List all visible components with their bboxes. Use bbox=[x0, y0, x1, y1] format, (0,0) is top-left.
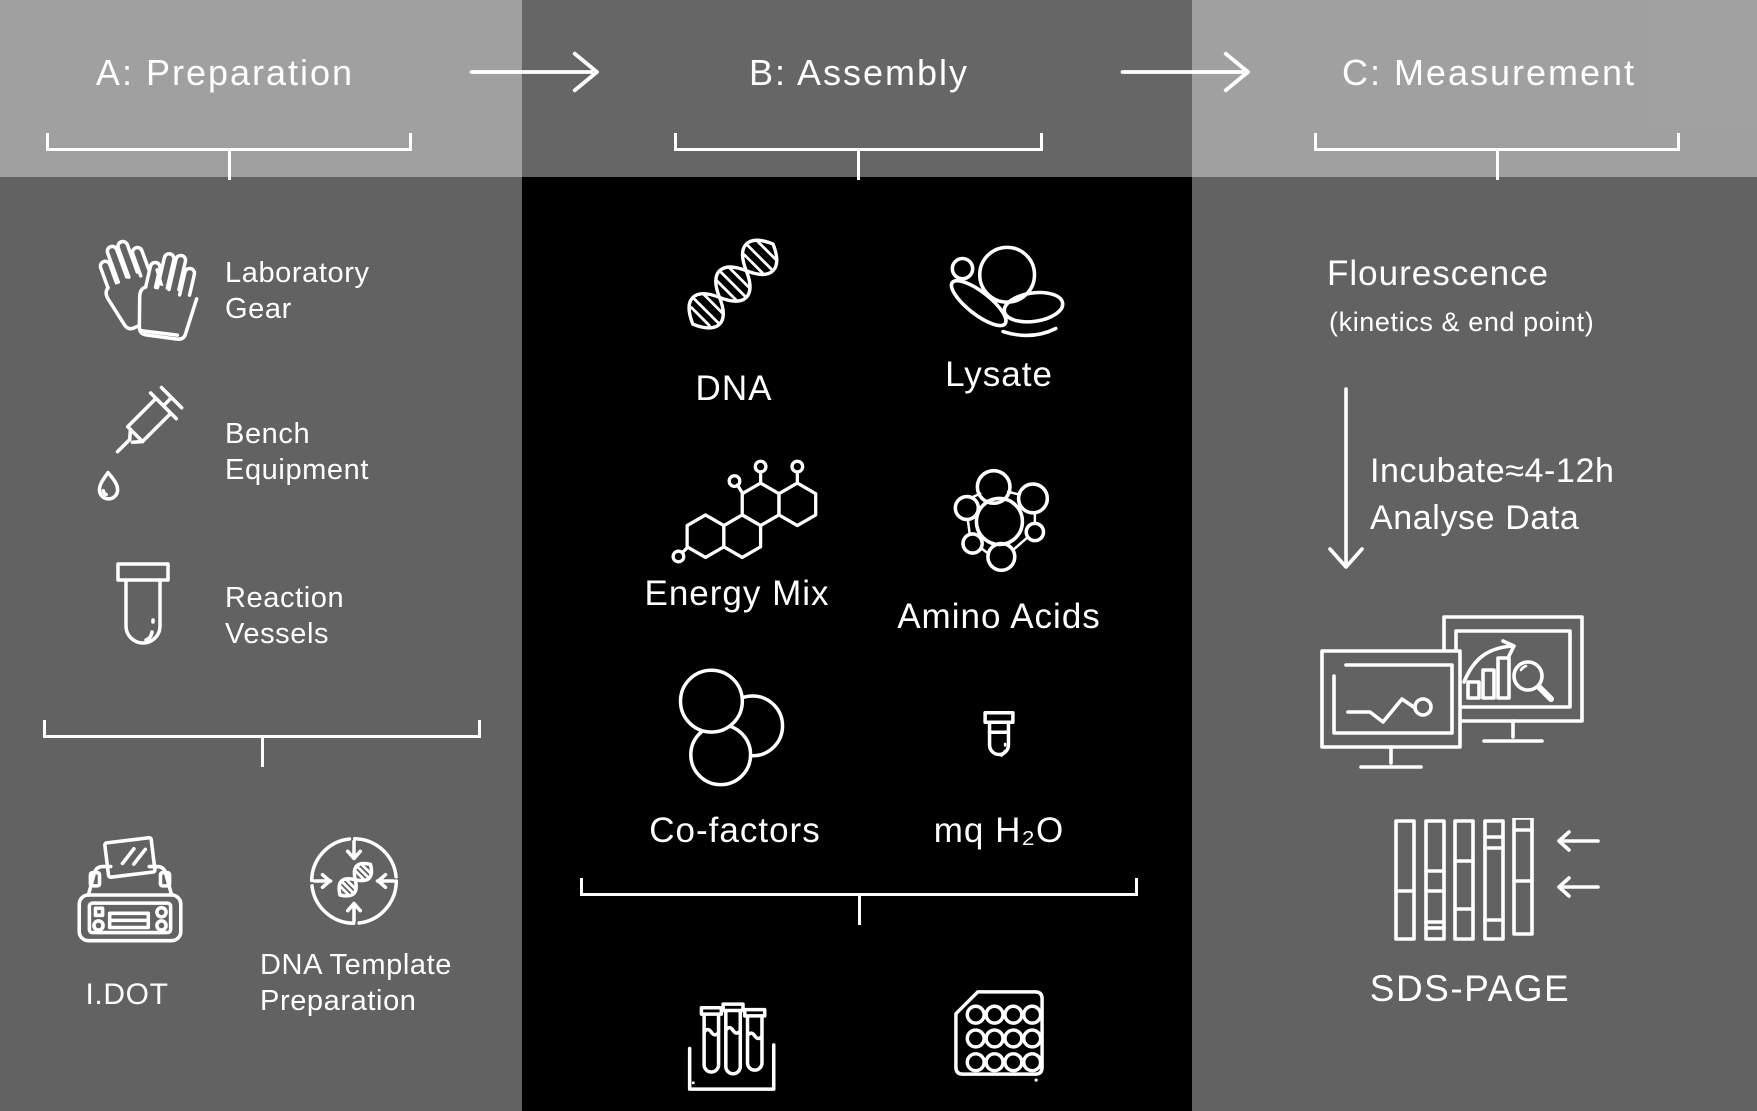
label-line: Preparation bbox=[260, 984, 417, 1017]
right-arrow-icon bbox=[469, 51, 599, 93]
right-arrow-icon bbox=[1120, 51, 1250, 93]
co-factors-circles-icon bbox=[678, 668, 785, 787]
reagent-label: Energy Mix bbox=[644, 574, 830, 613]
label-line: Gear bbox=[225, 292, 292, 325]
left-arrow-icon bbox=[1557, 830, 1600, 852]
section-title-assembly: B: Assembly bbox=[748, 52, 970, 93]
idot-label: I.DOT bbox=[85, 978, 169, 1011]
bracket-preparation bbox=[46, 133, 412, 180]
item-label: Laboratory Gear bbox=[225, 256, 370, 328]
header-band bbox=[0, 0, 1757, 177]
dna-template-circle-icon bbox=[309, 836, 399, 926]
incubate-line: Incubate≈4-12h bbox=[1370, 452, 1615, 490]
energy-molecule-icon bbox=[671, 459, 818, 564]
assembly-column-background bbox=[522, 0, 1192, 1111]
lysate-cell-icon bbox=[949, 245, 1065, 338]
item-label: Bench Equipment bbox=[225, 417, 369, 489]
label-line: Bench bbox=[225, 418, 311, 450]
section-title-preparation: A: Preparation bbox=[95, 52, 355, 93]
reagent-label: Amino Acids bbox=[897, 597, 1101, 636]
bracket-assembly-vessels bbox=[580, 878, 1138, 925]
left-arrow-icon bbox=[1557, 876, 1600, 898]
amino-acids-molecule-icon bbox=[953, 468, 1050, 573]
bracket-assembly bbox=[674, 133, 1043, 180]
analysis-monitors-icon bbox=[1320, 615, 1584, 769]
reagent-label: DNA bbox=[695, 369, 773, 408]
fluorescence-title: Flourescence bbox=[1327, 254, 1550, 293]
sds-page-label: SDS-PAGE bbox=[1369, 968, 1571, 1009]
microplate-icon bbox=[954, 990, 1044, 1082]
gel-lanes-icon bbox=[1394, 818, 1600, 941]
micro-tube-icon bbox=[983, 711, 1015, 757]
incubate-line: Analyse Data bbox=[1370, 499, 1580, 537]
label-line: DNA Template bbox=[260, 949, 453, 981]
dna-helix-icon bbox=[687, 238, 779, 330]
reagent-label: Co-factors bbox=[649, 811, 821, 850]
label-line: Equipment bbox=[225, 453, 370, 486]
test-tube-icon bbox=[116, 562, 170, 645]
fluorescence-subtitle: (kinetics & end point) bbox=[1329, 307, 1595, 337]
item-label: Reaction Vessels bbox=[225, 581, 344, 653]
bracket-preparation-tools bbox=[43, 720, 481, 767]
reagent-label: Lysate bbox=[945, 355, 1053, 394]
label-line: Vessels bbox=[225, 617, 330, 650]
bracket-measurement bbox=[1314, 133, 1680, 180]
label-line: Reaction bbox=[225, 582, 345, 614]
syringe-icon bbox=[97, 385, 184, 501]
down-arrow-icon bbox=[1328, 387, 1364, 569]
item-label: DNA Template Preparation bbox=[260, 948, 452, 1020]
reagent-label: mq H₂O bbox=[933, 811, 1065, 850]
lab-gloves-icon bbox=[98, 239, 199, 341]
idot-dispenser-icon bbox=[77, 835, 183, 943]
tube-rack-icon bbox=[687, 1002, 776, 1091]
label-line: Laboratory bbox=[225, 257, 370, 289]
section-title-measurement: C: Measurement bbox=[1341, 52, 1637, 93]
